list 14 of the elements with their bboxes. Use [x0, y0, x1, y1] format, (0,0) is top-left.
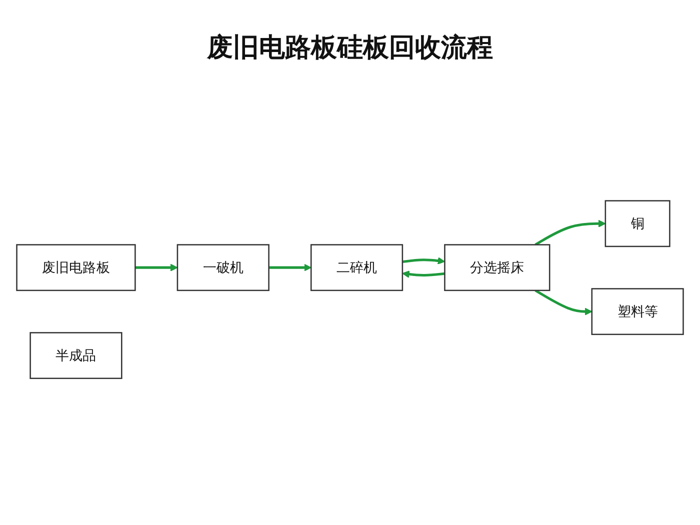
arrow	[402, 258, 446, 265]
node-box: 分选摇床	[444, 244, 550, 292]
arrow	[135, 264, 178, 272]
arrow	[534, 220, 606, 246]
arrow	[268, 264, 312, 272]
diagram-title: 废旧电路板硅板回收流程	[207, 32, 493, 65]
arrow	[534, 290, 592, 316]
node-box: 铜	[604, 200, 670, 248]
arrow	[402, 270, 445, 278]
node-box: 一破机	[176, 244, 270, 292]
node-box: 半成品	[30, 332, 122, 380]
node-box: 二碎机	[310, 244, 404, 292]
node-box: 塑料等	[591, 288, 684, 336]
node-box: 废旧电路板	[16, 244, 136, 292]
